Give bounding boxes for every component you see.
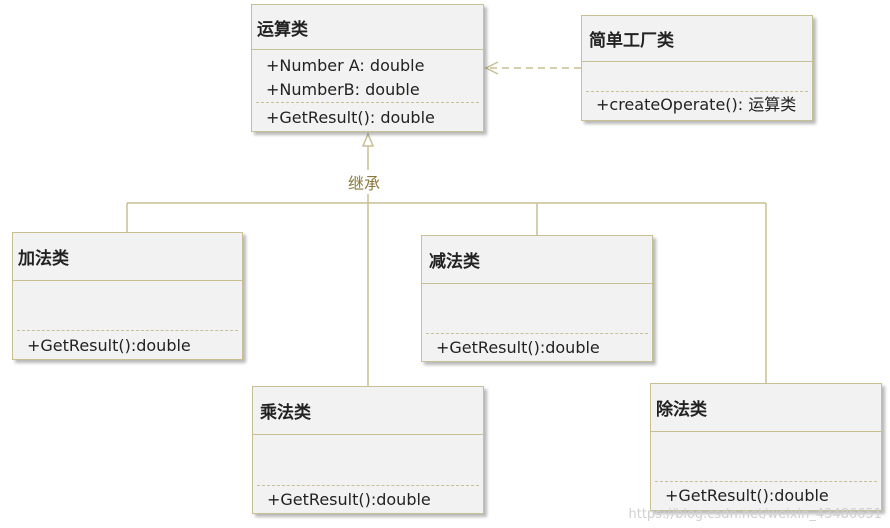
class-divide-body: +GetResult():double xyxy=(651,432,881,510)
class-multiply-body: +GetResult():double xyxy=(253,435,483,513)
class-add-name: 加法类 xyxy=(13,233,242,281)
class-subtract-body: +GetResult():double xyxy=(422,284,652,361)
class-subtract-name: 减法类 xyxy=(422,236,652,284)
attribute-number-a: +Number A: double xyxy=(266,56,425,75)
class-add-attributes xyxy=(17,281,238,331)
class-factory-attributes xyxy=(586,62,808,92)
class-divide[interactable]: 除法类 +GetResult():double xyxy=(650,383,882,511)
operation-get-result-add: +GetResult():double xyxy=(27,336,191,355)
operation-get-result-divide: +GetResult():double xyxy=(665,486,829,505)
class-operation-attributes: +Number A: double +NumberB: double xyxy=(256,50,479,103)
operation-create-operate: +createOperate(): 运算类 xyxy=(596,95,797,114)
operation-get-result-subtract: +GetResult():double xyxy=(436,338,600,357)
class-multiply-attributes xyxy=(257,435,479,486)
class-add-body: +GetResult():double xyxy=(13,281,242,359)
dependency-arrowhead xyxy=(484,61,499,75)
class-factory[interactable]: 简单工厂类 +createOperate(): 运算类 xyxy=(581,15,813,121)
operation-get-result: +GetResult(): double xyxy=(266,108,435,127)
operation-get-result-multiply: +GetResult():double xyxy=(267,490,431,509)
class-operation[interactable]: 运算类 +Number A: double +NumberB: double +… xyxy=(251,4,484,132)
inheritance-label: 继承 xyxy=(348,170,381,194)
class-multiply[interactable]: 乘法类 +GetResult():double xyxy=(252,386,484,514)
class-divide-name: 除法类 xyxy=(651,384,881,432)
class-divide-attributes xyxy=(655,432,877,482)
class-factory-body: +createOperate(): 运算类 xyxy=(582,62,812,120)
class-operation-body: +Number A: double +NumberB: double +GetR… xyxy=(252,50,483,131)
class-factory-name: 简单工厂类 xyxy=(582,16,812,62)
attribute-number-b: +NumberB: double xyxy=(266,80,420,99)
watermark: https://blog.csdn.net/weixin_43486651 xyxy=(628,507,882,522)
class-subtract[interactable]: 减法类 +GetResult():double xyxy=(421,235,653,362)
class-add[interactable]: 加法类 +GetResult():double xyxy=(12,232,243,360)
inheritance-arrowhead xyxy=(361,132,375,147)
class-multiply-name: 乘法类 xyxy=(253,387,483,435)
class-subtract-attributes xyxy=(426,284,648,334)
class-operation-name: 运算类 xyxy=(252,5,483,50)
